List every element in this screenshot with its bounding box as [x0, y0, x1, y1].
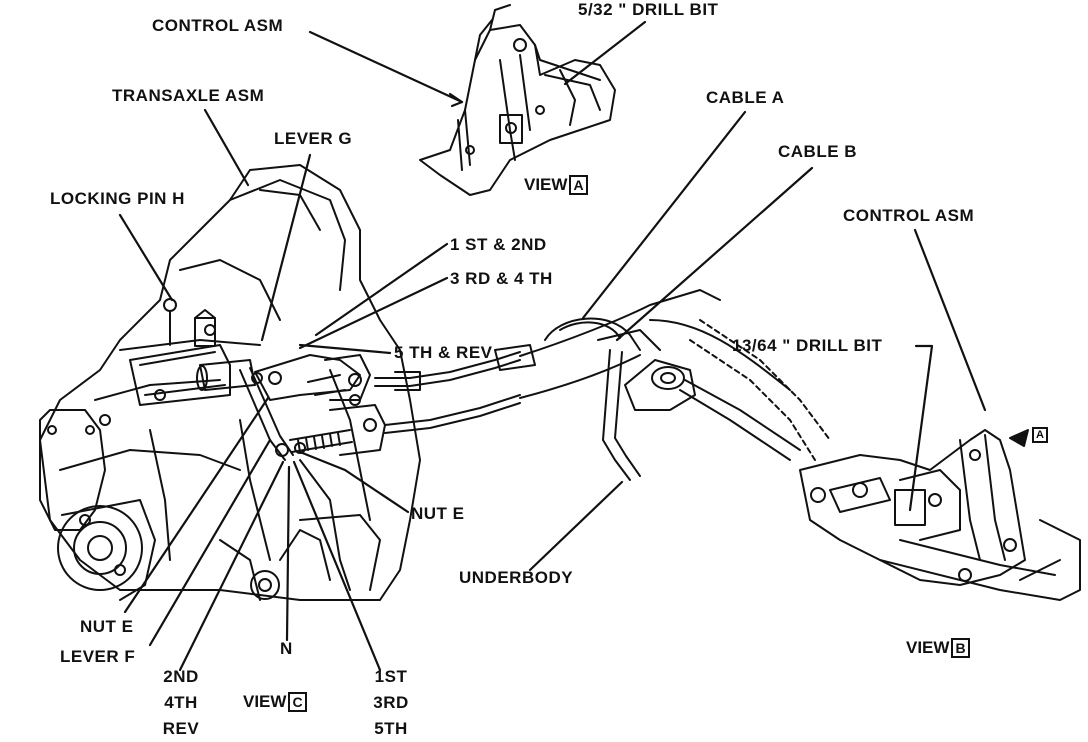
view-c-letter: C	[288, 692, 307, 712]
axle-flange	[57, 499, 156, 601]
gear-label: 2ND	[163, 667, 199, 686]
shift-levers	[239, 354, 386, 461]
nut-e-label-left: NUT E	[80, 617, 134, 636]
leader-lines	[118, 20, 987, 672]
gear-label: 3RD	[373, 693, 409, 712]
fifth-rev-label: 5 TH & REV	[394, 343, 493, 362]
view-b-control-assembly	[799, 429, 1081, 601]
view-a-reference-letter: A	[1032, 427, 1048, 443]
gears-left-stack: 2ND 4TH REV	[156, 664, 206, 742]
gear-label: REV	[162, 719, 200, 738]
underbody-label: UNDERBODY	[459, 568, 574, 587]
cable-grommet	[624, 359, 801, 461]
view-b-letter: B	[951, 638, 970, 658]
locking-pin-h-label: LOCKING PIN H	[50, 189, 185, 208]
transaxle-asm-label: TRANSAXLE ASM	[112, 86, 265, 105]
control-asm-label-right: CONTROL ASM	[843, 206, 975, 225]
drill-bit-1364-label: 13/64 " DRILL BIT	[732, 336, 883, 355]
cable-a-label: CABLE A	[706, 88, 785, 107]
view-a-control-assembly	[419, 4, 616, 196]
view-a-reference-marker: A	[1030, 424, 1048, 443]
view-c-word: VIEW	[243, 692, 287, 711]
gears-right-stack: 1ST 3RD 5TH	[366, 664, 416, 742]
gear-label: 1ST	[374, 667, 408, 686]
n-label: N	[280, 639, 293, 658]
view-a-letter: A	[569, 175, 588, 195]
view-b-word: VIEW	[906, 638, 950, 657]
lever-g-label: LEVER G	[274, 129, 353, 148]
control-asm-label-top: CONTROL ASM	[152, 16, 284, 35]
first-second-label: 1 ST & 2ND	[450, 235, 547, 254]
third-fourth-label: 3 RD & 4 TH	[450, 269, 553, 288]
gear-label: 4TH	[164, 693, 198, 712]
underbody-bracket	[544, 317, 661, 481]
gear-label: 5TH	[374, 719, 408, 738]
drill-bit-532-label: 5/32 " DRILL BIT	[578, 0, 719, 19]
shift-tower	[129, 298, 256, 406]
nut-e-label-right: NUT E	[411, 504, 465, 523]
cable-b-label: CABLE B	[778, 142, 858, 161]
lever-f-label: LEVER F	[60, 647, 136, 666]
view-a-word: VIEW	[524, 175, 568, 194]
transaxle-assembly	[39, 164, 421, 601]
